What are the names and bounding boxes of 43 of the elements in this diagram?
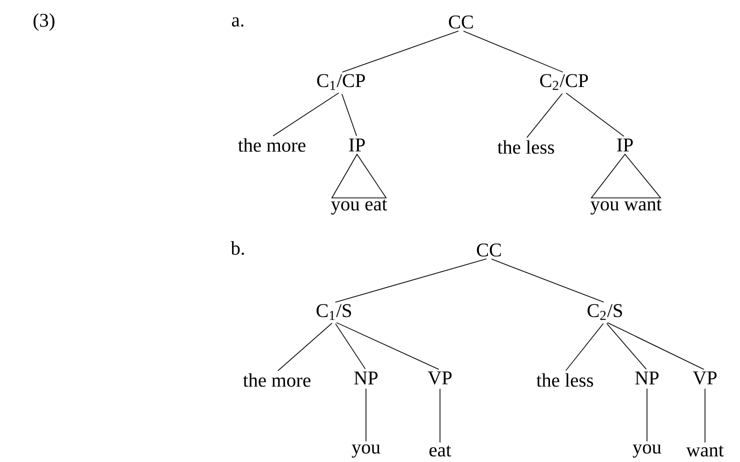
example-label: (3) <box>34 13 54 31</box>
tree-node-label: VP <box>692 372 717 384</box>
branch-line <box>565 323 604 371</box>
branch-line <box>606 323 647 370</box>
tree-node-label: want <box>686 445 724 457</box>
tree-node-label: you eat <box>331 199 388 215</box>
branch-line <box>526 93 563 138</box>
branch-line <box>342 30 459 73</box>
triangle <box>590 154 662 198</box>
example-label: b. <box>230 241 244 255</box>
tree-node-label: you <box>352 444 380 458</box>
tree-node-label: IP <box>617 138 633 152</box>
tree-node-label: NP <box>635 372 659 384</box>
branch-line <box>341 94 357 136</box>
tree-node-label: NP <box>354 372 378 384</box>
tree-node-label: the more <box>238 138 306 152</box>
tree-node-label: the less <box>497 140 554 154</box>
tree-node-label: VP <box>428 372 452 384</box>
example-label: a. <box>232 17 244 27</box>
tree-node-label: the less <box>536 373 594 387</box>
branch-line <box>704 388 706 443</box>
branch-line <box>646 388 648 442</box>
branch-line <box>334 258 487 303</box>
triangle <box>331 154 387 198</box>
tree-node-label: CC <box>448 16 473 28</box>
tree-node-label: IP <box>349 138 365 152</box>
tree-node-label: C$_{2}$/CP <box>540 74 588 90</box>
branch-line <box>335 323 366 370</box>
branch-line <box>463 30 564 72</box>
tree-node-label: C$_{2}$/S <box>588 304 622 320</box>
branch-line <box>278 322 332 372</box>
branch-line <box>566 92 624 137</box>
branch-line <box>336 322 440 370</box>
tree-node-label: you want <box>590 199 662 215</box>
tree-node-label: the more <box>243 373 310 387</box>
branch-line <box>272 92 340 136</box>
tree-node-label: C$_{1}$/S <box>316 304 352 320</box>
branch-line <box>491 258 604 302</box>
tree-node-label: C$_{1}$/CP <box>317 74 365 90</box>
tree-node-label: you <box>632 444 662 458</box>
branch-line <box>607 322 704 370</box>
tree-node-label: CC <box>476 244 501 256</box>
tree-node-label: eat <box>430 445 452 457</box>
